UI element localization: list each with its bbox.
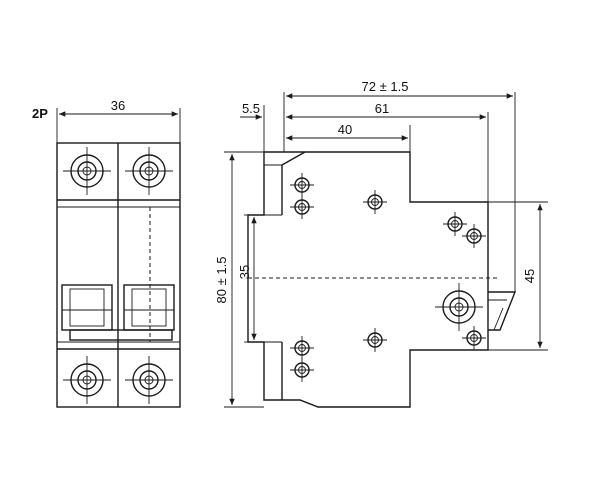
terminal-screw-icon (124, 355, 174, 405)
side-body-outline (247, 151, 489, 408)
screw-icon (362, 327, 388, 353)
terminal-screw-icon (124, 146, 174, 196)
mid-width-dim-label: 40 (338, 122, 352, 137)
terminal-screw-icon (62, 146, 112, 196)
pole-label: 2P (32, 106, 48, 121)
screw-icon (461, 325, 487, 351)
rail-height-dim-label: 45 (522, 269, 537, 283)
screw-icon (442, 211, 468, 237)
body-width-dim-label: 61 (375, 101, 389, 116)
overall-width-dim-label: 72 ± 1.5 (362, 79, 409, 94)
screw-icon (461, 223, 487, 249)
screw-icon (289, 357, 315, 383)
terminal-screw-icon (62, 355, 112, 405)
rail-offset-dim-label: 5.5 (242, 101, 260, 116)
handle-tie-bar (69, 329, 173, 341)
toggle-lever-left (61, 284, 113, 331)
large-terminal-screw-icon (434, 282, 484, 332)
side-view: 72 ± 1.5 5.5 61 40 80 ± 1.5 35 45 (214, 79, 548, 408)
inner-height-dim-label: 35 (237, 265, 252, 279)
screw-icon (289, 194, 315, 220)
height-dim-label: 80 ± 1.5 (214, 257, 229, 304)
front-width-dim-label: 36 (111, 98, 125, 113)
toggle-lever-right (123, 284, 175, 331)
front-view: 36 2P (32, 98, 181, 408)
screw-icon (289, 172, 315, 198)
screw-icon (362, 189, 388, 215)
screw-icon (289, 335, 315, 361)
